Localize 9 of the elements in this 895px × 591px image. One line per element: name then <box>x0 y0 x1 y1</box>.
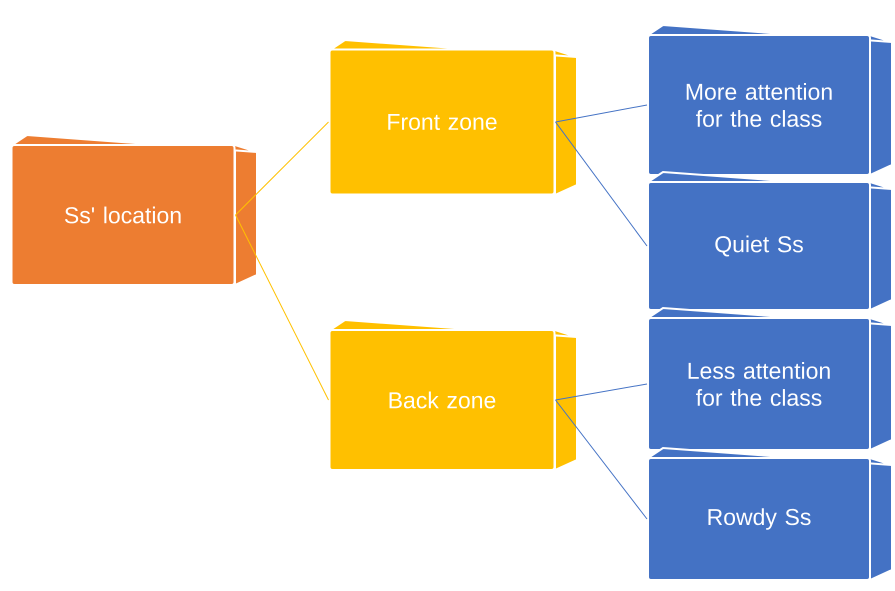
node-label: Rowdy Ss <box>708 508 811 530</box>
node-label: Quiet Ss <box>715 235 803 256</box>
node-label: Less attention for the class <box>688 362 830 406</box>
connector-line <box>555 400 648 520</box>
connector-line <box>235 214 329 400</box>
connector-line <box>555 122 648 246</box>
connector-line <box>555 104 648 122</box>
connector-line <box>555 384 648 400</box>
connector-line <box>235 122 329 216</box>
